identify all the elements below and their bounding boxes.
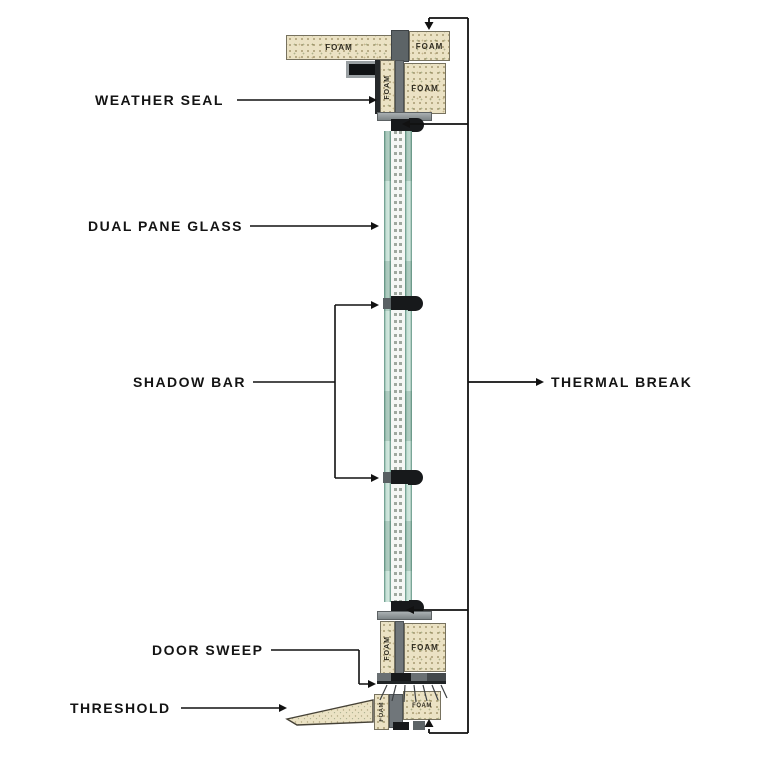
glass-spacer xyxy=(391,131,405,602)
shadow-bar-clip-lower xyxy=(383,470,424,485)
door-sweep-end xyxy=(427,673,446,684)
sill-foam-block: FOAM xyxy=(404,623,446,672)
door-sweep-bar xyxy=(377,673,446,684)
dual-pane-glass-unit xyxy=(384,131,412,602)
foam-label: FOAM xyxy=(384,636,391,661)
foam-label: FOAM xyxy=(411,84,439,93)
clip-block xyxy=(391,470,408,484)
top-rail-foam: FOAM xyxy=(286,35,392,60)
head-thermal-channel xyxy=(395,60,404,114)
sill-thermal-channel xyxy=(395,621,404,676)
threshold-label: THRESHOLD xyxy=(70,700,171,716)
shadow-bar-lines xyxy=(253,304,371,479)
arrow-thermal-break-bottom xyxy=(424,719,434,727)
threshold-foam-block: FOAM xyxy=(403,691,441,720)
sill-glazing-stop-black xyxy=(391,601,409,614)
arrow-shadow-bar-top xyxy=(371,301,379,309)
weather-seal-label: WEATHER SEAL xyxy=(95,92,224,108)
foam-label: FOAM xyxy=(384,74,391,100)
threshold-stop-gray xyxy=(413,721,425,730)
foam-label: FOAM xyxy=(325,43,353,52)
arrow-thermal-break-label xyxy=(536,378,544,386)
clip-bulb xyxy=(408,296,423,311)
thermal-break-label: THERMAL BREAK xyxy=(551,374,693,390)
shadow-bar-clip-upper xyxy=(383,296,424,311)
shadow-bar-label: SHADOW BAR xyxy=(133,374,246,390)
dual-pane-glass-label: DUAL PANE GLASS xyxy=(88,218,243,234)
glass-pane-right xyxy=(405,131,412,602)
foam-label: FOAM xyxy=(415,41,444,51)
head-glazing-bulb xyxy=(409,118,424,132)
foam-label: FOAM xyxy=(412,702,432,709)
arrow-thermal-break-top xyxy=(424,22,434,30)
threshold-wedge xyxy=(285,699,374,726)
stile-foam-vertical-top: FOAM xyxy=(380,60,395,114)
head-foam-upper: FOAM xyxy=(409,31,450,61)
glass-pane-left xyxy=(384,131,391,602)
head-frame-dark-block xyxy=(391,30,409,62)
weather-seal-gasket xyxy=(346,61,378,78)
arrow-door-sweep xyxy=(368,680,376,688)
threshold-foam-vertical: FOAM xyxy=(374,694,389,730)
door-sweep-label: DOOR SWEEP xyxy=(152,642,264,658)
arrow-shadow-bar-bottom xyxy=(371,474,379,482)
arrow-threshold xyxy=(279,704,287,712)
head-foam-lower: FOAM xyxy=(404,63,446,114)
callout-lines xyxy=(181,99,371,709)
foam-label: FOAM xyxy=(378,702,385,722)
door-sweep-block xyxy=(391,673,411,684)
weather-seal-strip xyxy=(375,60,380,114)
foam-label: FOAM xyxy=(411,643,439,652)
stile-foam-vertical-bottom: FOAM xyxy=(380,621,395,676)
threshold-stop-black xyxy=(393,722,409,730)
door-sweep-lip xyxy=(377,681,446,684)
clip-block xyxy=(391,296,408,310)
clip-bulb xyxy=(408,470,423,485)
door-sweep-line xyxy=(271,649,368,685)
arrow-dual-pane xyxy=(371,222,379,230)
sill-glazing-stop-gray xyxy=(377,611,432,620)
